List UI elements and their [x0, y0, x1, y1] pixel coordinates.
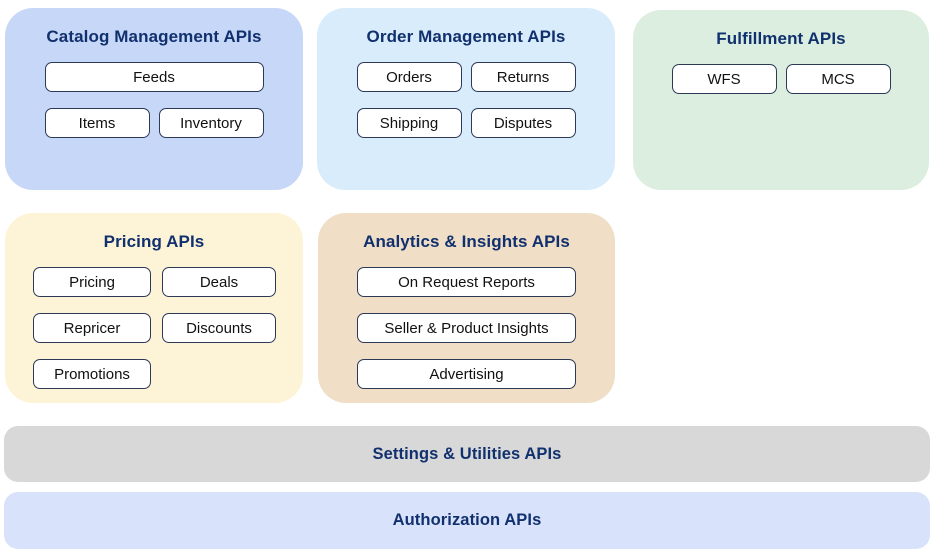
- pricing-button-row-3: Promotions: [5, 359, 303, 389]
- orders-button[interactable]: Orders: [356, 62, 462, 92]
- pricing-card-title: Pricing APIs: [103, 232, 205, 251]
- order-management-card: Order Management APIs Orders Returns Shi…: [317, 8, 615, 190]
- analytics-insights-card: Analytics & Insights APIs On Request Rep…: [318, 213, 615, 403]
- on-request-reports-button[interactable]: On Request Reports: [357, 267, 576, 297]
- settings-utilities-bar[interactable]: Settings & Utilities APIs: [4, 426, 930, 482]
- catalog-management-card: Catalog Management APIs Feeds Items Inve…: [5, 8, 303, 190]
- inventory-button[interactable]: Inventory: [158, 108, 264, 138]
- catalog-button-row-2: Items Inventory: [5, 108, 303, 138]
- returns-button[interactable]: Returns: [470, 62, 576, 92]
- discounts-button[interactable]: Discounts: [162, 313, 276, 343]
- disputes-button[interactable]: Disputes: [470, 108, 576, 138]
- order-button-row-1: Orders Returns: [317, 62, 615, 92]
- analytics-button-row-2: Seller & Product Insights: [318, 313, 615, 343]
- seller-product-insights-button[interactable]: Seller & Product Insights: [357, 313, 576, 343]
- mcs-button[interactable]: MCS: [785, 64, 891, 94]
- feeds-button[interactable]: Feeds: [44, 62, 264, 92]
- order-button-row-2: Shipping Disputes: [317, 108, 615, 138]
- order-card-title: Order Management APIs: [366, 27, 566, 46]
- wfs-button[interactable]: WFS: [671, 64, 777, 94]
- promotions-button[interactable]: Promotions: [33, 359, 151, 389]
- analytics-button-row-3: Advertising: [318, 359, 615, 389]
- catalog-card-title: Catalog Management APIs: [46, 27, 262, 46]
- shipping-button[interactable]: Shipping: [356, 108, 462, 138]
- pricing-button-row-2: Repricer Discounts: [5, 313, 303, 343]
- items-button[interactable]: Items: [44, 108, 150, 138]
- advertising-button[interactable]: Advertising: [357, 359, 576, 389]
- pricing-card: Pricing APIs Pricing Deals Repricer Disc…: [5, 213, 303, 403]
- authorization-bar[interactable]: Authorization APIs: [4, 492, 930, 549]
- settings-utilities-label: Settings & Utilities APIs: [372, 444, 562, 463]
- pricing-button[interactable]: Pricing: [33, 267, 151, 297]
- repricer-button[interactable]: Repricer: [33, 313, 151, 343]
- pricing-button-row-1: Pricing Deals: [5, 267, 303, 297]
- fulfillment-card-title: Fulfillment APIs: [716, 29, 846, 48]
- analytics-card-title: Analytics & Insights APIs: [363, 232, 570, 251]
- authorization-label: Authorization APIs: [392, 511, 542, 529]
- fulfillment-card: Fulfillment APIs WFS MCS: [633, 10, 929, 190]
- catalog-button-row-1: Feeds: [5, 62, 303, 92]
- deals-button[interactable]: Deals: [162, 267, 276, 297]
- fulfillment-button-row: WFS MCS: [633, 64, 929, 94]
- analytics-button-row-1: On Request Reports: [318, 267, 615, 297]
